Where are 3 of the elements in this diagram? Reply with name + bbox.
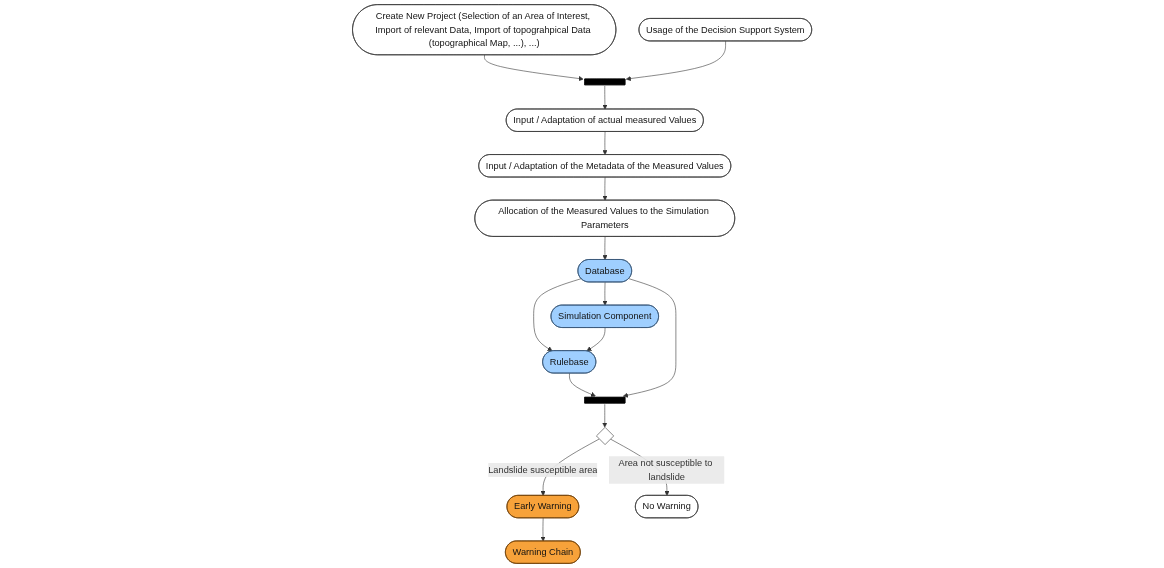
edge-label: Landslide susceptible area — [488, 464, 598, 475]
node-diamond — [596, 427, 614, 445]
edge-label: Area not susceptible to landslide — [618, 457, 713, 482]
